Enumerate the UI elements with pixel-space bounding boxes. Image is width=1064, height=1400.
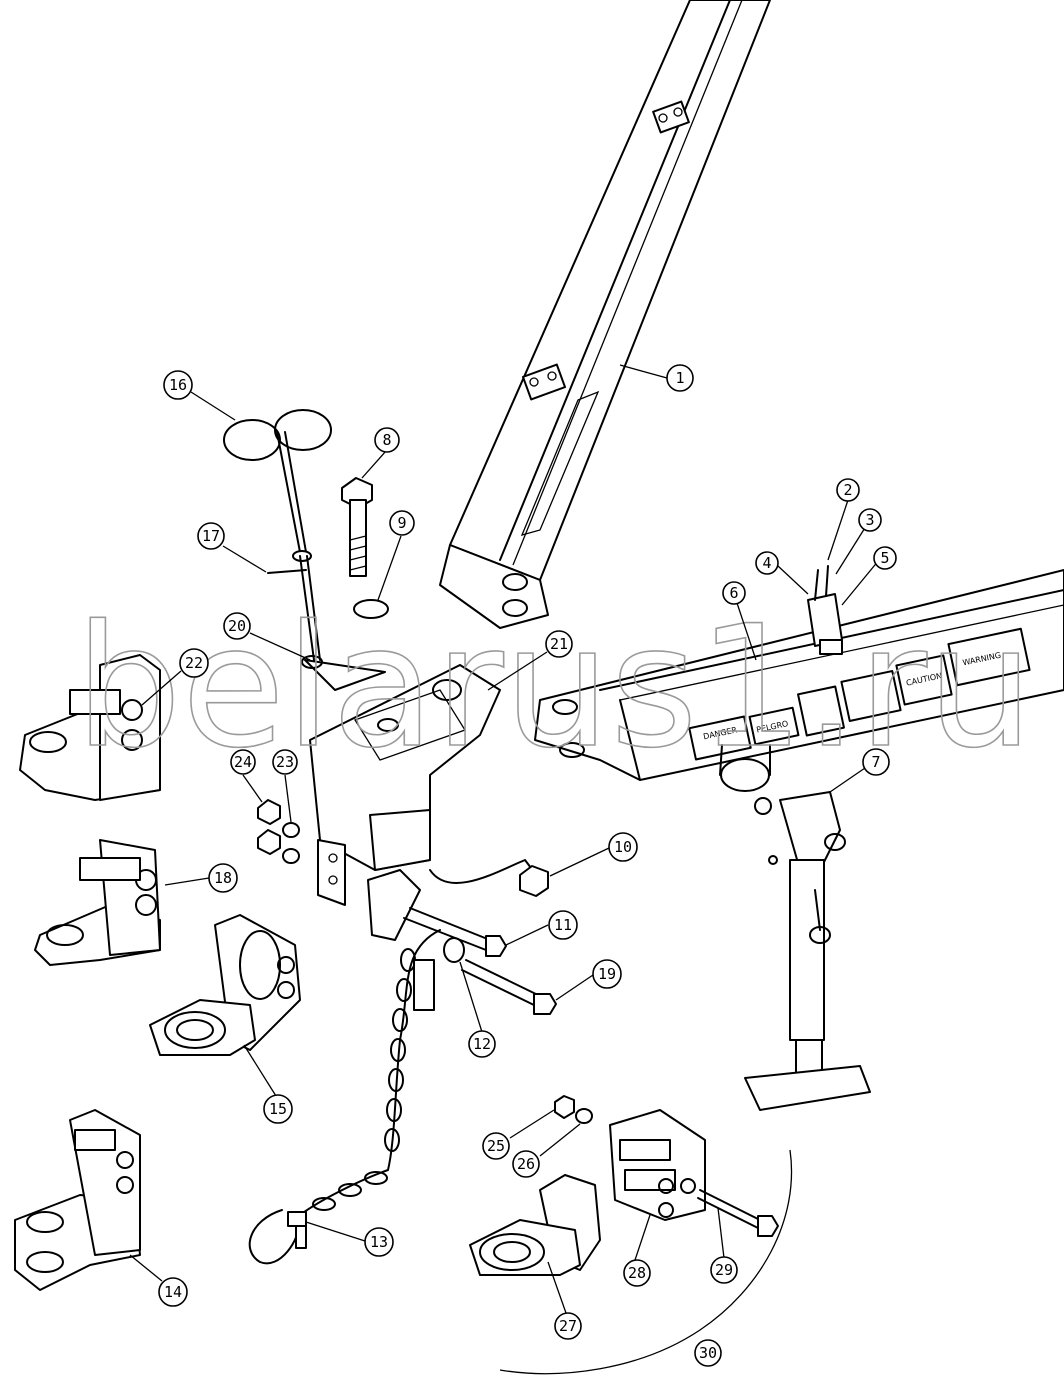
hitch-variant-18 — [34, 839, 161, 966]
svg-text:28: 28 — [628, 1264, 646, 1282]
watermark: belarus1.ru — [75, 589, 1034, 785]
callout-19: 19 — [592, 959, 622, 989]
svg-text:22: 22 — [185, 654, 203, 672]
callout-7: 7 — [862, 748, 890, 776]
svg-text:27: 27 — [559, 1317, 577, 1335]
callout-15: 15 — [263, 1094, 293, 1124]
callout-16: 16 — [163, 370, 193, 400]
svg-text:2: 2 — [843, 481, 852, 499]
callout-27: 27 — [554, 1312, 582, 1340]
callout-24: 24 — [230, 749, 256, 775]
svg-text:19: 19 — [598, 965, 616, 983]
jack-stand — [719, 744, 871, 1111]
bolt-8 — [341, 477, 373, 577]
leader-lines — [129, 364, 880, 1314]
hitch-housing — [309, 664, 501, 941]
svg-text:26: 26 — [517, 1155, 535, 1173]
callout-25: 25 — [482, 1132, 510, 1160]
callout-22: 22 — [179, 648, 209, 678]
beam-clamp-upper — [652, 100, 690, 134]
svg-text:30: 30 — [699, 1344, 717, 1362]
callout-11: 11 — [548, 910, 578, 940]
washer-9 — [353, 599, 389, 619]
callout-6: 6 — [722, 581, 746, 605]
callout-1: 1 — [666, 364, 694, 392]
callout-8: 8 — [374, 427, 400, 453]
safety-chain — [248, 929, 441, 1265]
callout-5: 5 — [873, 546, 897, 570]
callout-10: 10 — [608, 832, 638, 862]
callout-13: 13 — [364, 1227, 394, 1257]
callout-20: 20 — [223, 612, 251, 640]
washer-12 — [443, 937, 465, 963]
bolt-19 — [461, 959, 557, 1015]
hose — [429, 859, 541, 884]
svg-text:20: 20 — [228, 617, 246, 635]
callout-4: 4 — [755, 551, 779, 575]
svg-text:9: 9 — [397, 514, 406, 532]
callout-28: 28 — [623, 1259, 651, 1287]
tongue-beam — [439, 0, 771, 629]
callout-2: 2 — [836, 478, 860, 502]
callout-30: 30 — [694, 1339, 722, 1367]
svg-text:21: 21 — [550, 635, 568, 653]
beam-clamp-lower — [521, 363, 567, 401]
callout-23: 23 — [272, 749, 298, 775]
nut-10 — [519, 865, 549, 897]
callout-14: 14 — [158, 1277, 188, 1307]
svg-text:13: 13 — [370, 1233, 388, 1251]
bracket-part-5 — [807, 565, 843, 655]
svg-text:18: 18 — [214, 869, 232, 887]
callout-21: 21 — [545, 630, 573, 658]
svg-text:14: 14 — [164, 1283, 182, 1301]
svg-text:29: 29 — [715, 1261, 733, 1279]
hitch-variant-22 — [19, 654, 161, 801]
callout-3: 3 — [858, 508, 882, 532]
svg-text:3: 3 — [865, 511, 874, 529]
svg-text:4: 4 — [762, 554, 771, 572]
callout-26: 26 — [512, 1150, 540, 1178]
frame-decals: WARNING CAUTION PELGRO DANGER — [688, 627, 1031, 761]
svg-text:8: 8 — [382, 431, 391, 449]
svg-text:7: 7 — [871, 753, 880, 771]
svg-text:15: 15 — [269, 1100, 287, 1118]
hitch-pin — [223, 409, 386, 691]
svg-text:25: 25 — [487, 1137, 505, 1155]
hitch-variant-15 — [149, 914, 301, 1056]
callout-29: 29 — [710, 1256, 738, 1284]
svg-text:10: 10 — [614, 838, 632, 856]
svg-text:16: 16 — [169, 376, 187, 394]
svg-text:23: 23 — [276, 753, 294, 771]
svg-text:17: 17 — [202, 527, 220, 545]
svg-text:12: 12 — [473, 1035, 491, 1053]
svg-text:5: 5 — [880, 549, 889, 567]
clevis-assembly — [469, 1095, 793, 1375]
nuts-23-24 — [257, 799, 300, 864]
svg-text:1: 1 — [675, 369, 684, 387]
hitch-variant-14 — [14, 1109, 141, 1291]
svg-text:11: 11 — [554, 916, 572, 934]
callout-17: 17 — [197, 522, 225, 550]
bolt-11 — [403, 907, 507, 957]
callout-12: 12 — [468, 1030, 496, 1058]
svg-text:24: 24 — [234, 753, 252, 771]
callout-18: 18 — [208, 863, 238, 893]
callout-9: 9 — [389, 510, 415, 536]
svg-text:6: 6 — [729, 584, 738, 602]
